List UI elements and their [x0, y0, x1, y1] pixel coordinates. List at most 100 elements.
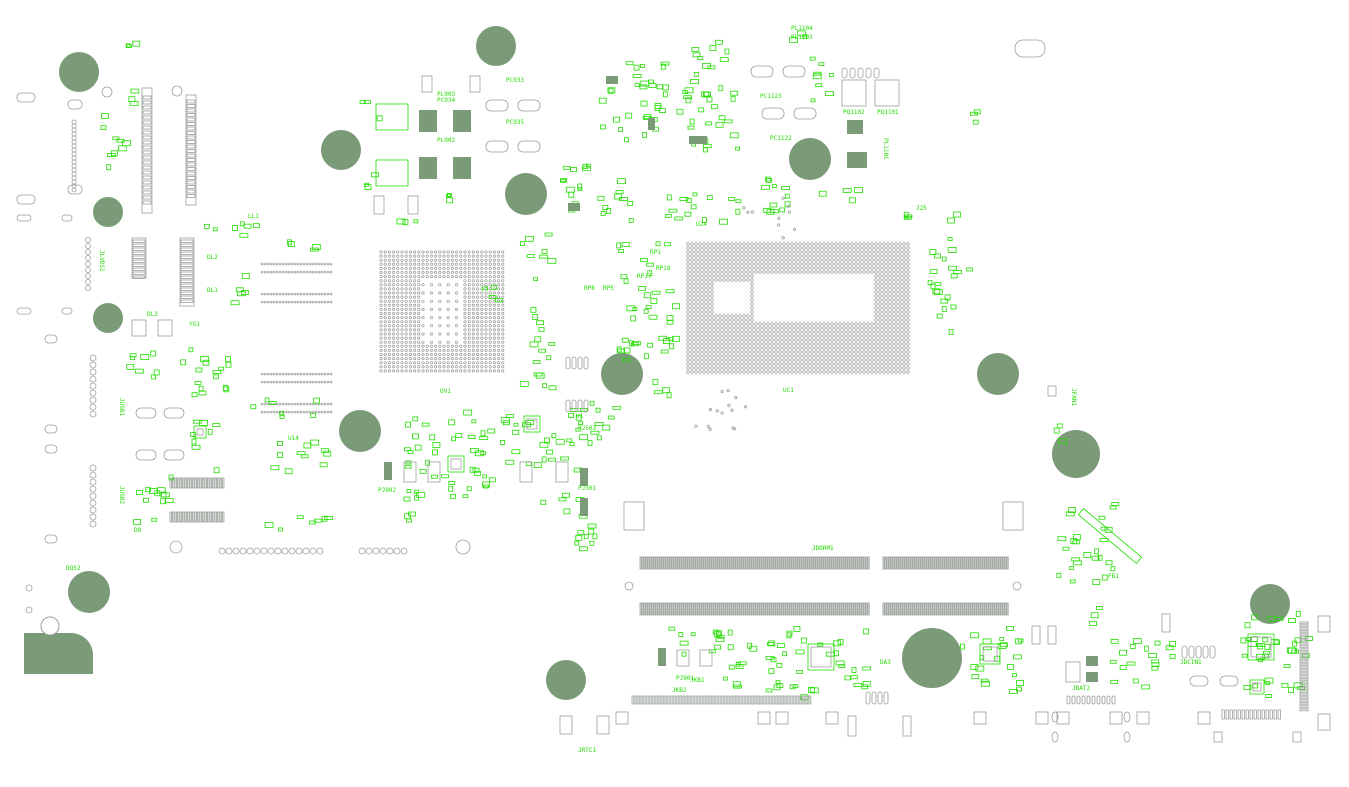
bga-ball [818, 350, 822, 354]
bga-ball [404, 250, 408, 254]
bga-ball [480, 316, 484, 320]
bga-ball [446, 365, 450, 369]
bga-ball [694, 350, 698, 354]
bga-ball [886, 330, 890, 334]
bga-ball [404, 344, 408, 348]
bga-ball [450, 266, 454, 270]
pcb-pad [317, 262, 321, 266]
bga-ball [413, 320, 417, 324]
bga-ball [722, 370, 726, 374]
bga-ball [476, 324, 480, 328]
bga-ball [854, 262, 858, 266]
bga-ball [822, 366, 826, 370]
bga-ball [738, 254, 742, 258]
bga-ball [758, 270, 762, 274]
bga-ball [738, 366, 742, 370]
bga-ball [497, 307, 501, 311]
bga-ball [902, 278, 906, 282]
bga-ball [726, 338, 730, 342]
bga-ball [822, 242, 826, 246]
bga-ball [446, 262, 450, 266]
pcb-pad [281, 300, 285, 304]
bga-ball [738, 346, 742, 350]
bga-ball [690, 330, 694, 334]
bga-ball [822, 322, 826, 326]
bga-ball [862, 366, 866, 370]
bga-ball [742, 278, 746, 282]
bga-ball [396, 340, 400, 344]
bga-ball [425, 266, 429, 270]
pcb-pad [275, 262, 279, 266]
bga-ball [878, 242, 882, 246]
bga-ball [714, 246, 718, 250]
label-d8: D8 [134, 527, 142, 534]
bga-ball [854, 246, 858, 250]
bga-ball [730, 314, 734, 318]
bga-ball [408, 258, 412, 262]
bga-ball [766, 350, 770, 354]
bga-ball [686, 306, 690, 310]
bga-ball [862, 270, 866, 274]
bga-ball [718, 318, 722, 322]
bga-ball [429, 299, 433, 303]
bga-ball [421, 275, 425, 279]
bga-ball [400, 328, 404, 332]
bga-ball [698, 354, 702, 358]
pcb-pad [274, 547, 282, 555]
bga-ball [850, 362, 854, 366]
bga-ball [790, 326, 794, 330]
bga-ball [838, 366, 842, 370]
bga-ball [455, 324, 459, 328]
bga-ball [690, 366, 694, 370]
bga-ball [886, 250, 890, 254]
bga-ball [383, 250, 387, 254]
bga-ball [838, 250, 842, 254]
pcb-pad [317, 300, 321, 304]
bga-ball [694, 346, 698, 350]
pcb-pad [287, 262, 291, 266]
bga-ball [838, 322, 842, 326]
pcb-pad [316, 547, 324, 555]
bga-ball [710, 242, 714, 246]
bga-ball [770, 322, 774, 326]
bga-ball [710, 346, 714, 350]
bga-ball [429, 270, 433, 274]
pcb-pad [323, 300, 327, 304]
bga-ball [750, 274, 754, 278]
bga-ball [730, 350, 734, 354]
bga-ball [497, 262, 501, 266]
bga-ball [754, 350, 758, 354]
bga-ball [790, 366, 794, 370]
bga-ball [858, 258, 862, 262]
bga-ball [742, 350, 746, 354]
pcb-pad [323, 380, 327, 384]
pcb-pad [293, 380, 297, 384]
bga-ball [898, 310, 902, 314]
bga-ball [750, 246, 754, 250]
bga-ball [455, 266, 459, 270]
mounting-hole [601, 353, 643, 395]
pcb-pad [260, 410, 264, 414]
pcb-pad [305, 410, 309, 414]
bga-ball [718, 266, 722, 270]
bga-ball [404, 307, 408, 311]
bga-ball [806, 350, 810, 354]
left-edge-pads [16, 92, 83, 614]
pcb-pad [266, 410, 270, 414]
bga-ball [766, 246, 770, 250]
bga-ball [890, 270, 894, 274]
pcb-pad [308, 372, 312, 376]
bga-ball [492, 361, 496, 365]
pcb-pad [180, 287, 194, 291]
bga-ball [408, 303, 412, 307]
bga-ball [694, 246, 698, 250]
bga-ball [902, 302, 906, 306]
bga-ball [471, 361, 475, 365]
bga-ball [866, 346, 870, 350]
bga-ball [902, 350, 906, 354]
bga-ball [387, 279, 391, 283]
pcb-pad [186, 113, 196, 117]
bga-ball [854, 342, 858, 346]
bga-ball [501, 250, 505, 254]
bga-ball [894, 322, 898, 326]
